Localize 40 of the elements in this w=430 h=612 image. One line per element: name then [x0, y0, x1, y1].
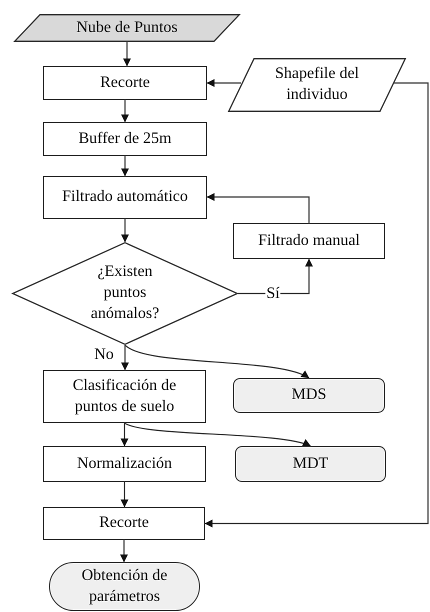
process-box: [43, 446, 206, 482]
node-label: Shapefile del individuo: [274, 64, 360, 105]
process-box: [233, 223, 385, 259]
arrow: [206, 79, 241, 87]
node-label: MDT: [292, 454, 328, 474]
node-label: Clasificación de puntos de suelo: [72, 376, 178, 416]
arrow: [120, 482, 128, 508]
process-box: [43, 370, 206, 423]
decision-diamond: [12, 242, 238, 345]
input-parallelogram: [228, 58, 406, 112]
arrow: [124, 344, 310, 379]
node-label: Recorte: [99, 513, 149, 534]
process-box: [43, 507, 205, 540]
arrow: [121, 100, 129, 122]
node-label: MDS: [292, 385, 326, 406]
arrow: [238, 258, 313, 294]
output-box: [233, 378, 385, 413]
arrow: [121, 219, 129, 242]
node-label: Filtrado automático: [62, 187, 188, 208]
arrow: [120, 540, 128, 562]
node-label: Filtrado manual: [258, 230, 360, 251]
node-label: Buffer de 25m: [78, 128, 172, 149]
arrow: [121, 345, 129, 370]
input-parallelogram: [14, 14, 240, 42]
node-label: ¿Existen puntos anómalos?: [90, 262, 160, 324]
node-label: Obtención de parámetros: [80, 566, 168, 606]
terminal-box: [49, 562, 200, 611]
arrow: [124, 422, 311, 448]
arrow: [121, 156, 129, 176]
node-label: Nube de Puntos: [76, 18, 178, 38]
node-label: Recorte: [100, 72, 150, 93]
process-box: [43, 66, 207, 100]
arrow: [120, 423, 128, 446]
output-box: [235, 446, 386, 482]
arrow: [206, 193, 310, 223]
process-box: [43, 176, 207, 219]
process-box: [43, 122, 207, 156]
arrow: [123, 42, 131, 66]
arrow: [204, 82, 429, 528]
node-label: Normalización: [76, 454, 172, 474]
